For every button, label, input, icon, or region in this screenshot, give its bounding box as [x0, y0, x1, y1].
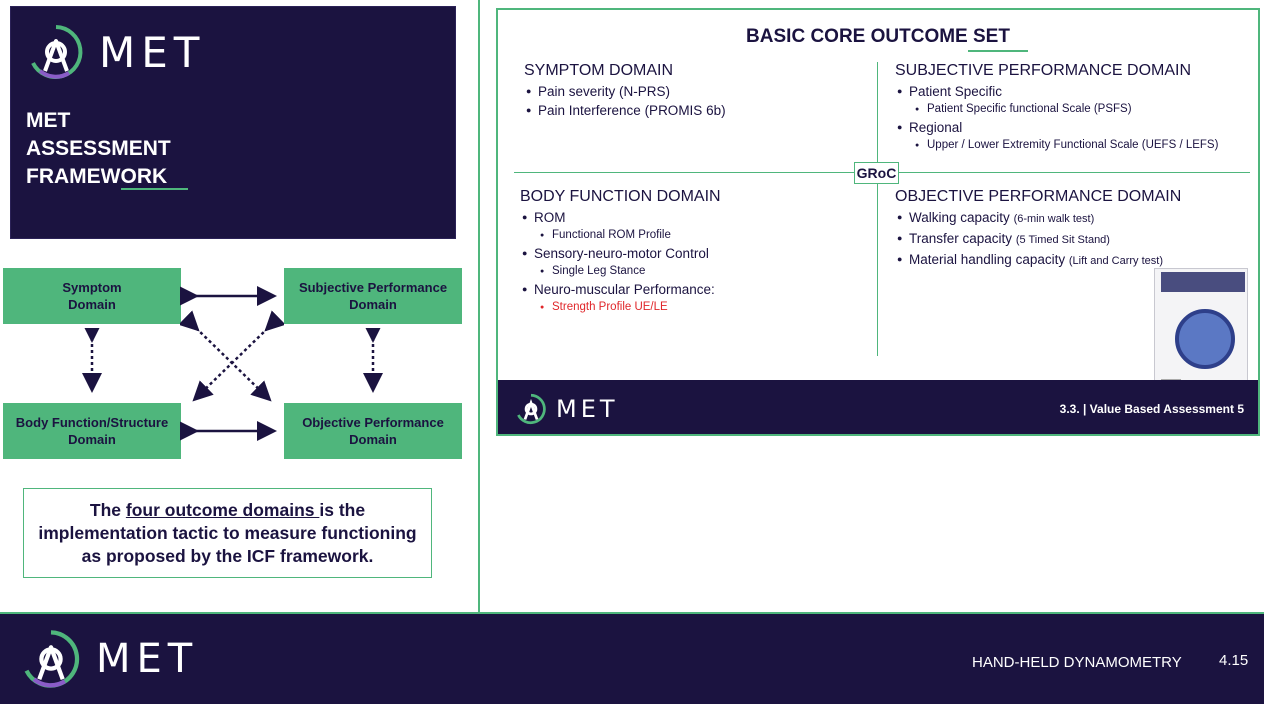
- list-subitem-highlight: Strength Profile UE/LE: [520, 299, 721, 316]
- list-subitem: Functional ROM Profile: [520, 227, 721, 244]
- body-function-heading: BODY FUNCTION DOMAIN: [520, 188, 721, 205]
- subjective-domain-label: Subjective Performance Domain: [298, 280, 448, 312]
- vertical-divider: [478, 0, 480, 612]
- objective-quadrant: OBJECTIVE PERFORMANCE DOMAIN Walking cap…: [895, 188, 1181, 271]
- list-item: Regional: [895, 118, 1218, 137]
- met-logo-text: MET: [556, 395, 619, 423]
- thumbnail-circle: [1175, 309, 1235, 369]
- domain-arrows: [180, 286, 284, 441]
- item-detail: (6-min walk test): [1013, 213, 1095, 225]
- list-subitem: Patient Specific functional Scale (PSFS): [895, 101, 1218, 118]
- list-item: Pain severity (N-PRS): [524, 82, 726, 101]
- title-line-2: ASSESSMENT: [26, 137, 171, 160]
- list-item: Sensory-neuro-motor Control: [520, 244, 721, 263]
- body-function-domain-box: Body Function/Structure Domain: [3, 403, 181, 459]
- objective-domain-box: Objective Performance Domain: [284, 403, 462, 459]
- met-logo-icon: [24, 630, 80, 688]
- framework-header-panel: MET MET ASSESSMENT FRAMEWORK: [10, 6, 456, 239]
- groc-label: GRoC: [854, 162, 899, 184]
- met-logo: MET: [18, 626, 198, 692]
- document-thumbnail-image: [1154, 268, 1248, 396]
- thumbnail-header: [1161, 272, 1245, 292]
- page-number: 4.15: [1219, 652, 1249, 669]
- arrow-symptom-body: [82, 328, 102, 393]
- subjective-quadrant: SUBJECTIVE PERFORMANCE DOMAIN Patient Sp…: [895, 62, 1218, 154]
- list-subitem: Single Leg Stance: [520, 263, 721, 280]
- outcome-set-slide: BASIC CORE OUTCOME SET GRoC SYMPTOM DOMA…: [496, 8, 1260, 436]
- quadrant-vline: [877, 62, 878, 356]
- title-line-3: FRAMEWORK: [26, 165, 168, 188]
- item-label: Material handling capacity: [909, 252, 1066, 267]
- bottom-bar: MET HAND-HELD DYNAMOMETRY 4.15: [0, 612, 1264, 704]
- list-item: ROM: [520, 208, 721, 227]
- item-label: Transfer capacity: [909, 231, 1013, 246]
- body-function-domain-label: Body Function/Structure Domain: [15, 415, 169, 447]
- slide-title-underline: [968, 50, 1028, 52]
- explanation-note: The four outcome domains is the implemen…: [23, 488, 432, 578]
- list-item: Pain Interference (PROMIS 6b): [524, 101, 726, 120]
- item-label: Walking capacity: [909, 210, 1010, 225]
- list-item: Neuro-muscular Performance:: [520, 280, 721, 299]
- symptom-heading: SYMPTOM DOMAIN: [524, 62, 674, 79]
- title-line-1: MET: [26, 109, 71, 132]
- met-logo: MET: [25, 21, 205, 83]
- met-logo: MET: [514, 392, 619, 426]
- body-function-quadrant: BODY FUNCTION DOMAIN ROM Functional ROM …: [520, 188, 721, 316]
- slide-title: BASIC CORE OUTCOME SET: [746, 26, 1010, 47]
- arrow-diagonal-2: [192, 310, 284, 402]
- note-underlined: four outcome domains: [125, 499, 320, 520]
- met-logo-text: MET: [99, 27, 206, 77]
- section-label: HAND-HELD DYNAMOMETRY: [972, 654, 1182, 671]
- list-subitem: Upper / Lower Extremity Functional Scale…: [895, 137, 1218, 154]
- met-logo-icon: [517, 393, 546, 425]
- symptom-quadrant: SYMPTOM DOMAIN Pain severity (N-PRS) Pai…: [524, 62, 726, 120]
- list-item: Walking capacity (6-min walk test): [895, 208, 1181, 229]
- item-detail: (5 Timed Sit Stand): [1015, 234, 1110, 246]
- list-item: Patient Specific: [895, 82, 1218, 101]
- list-item: Transfer capacity (5 Timed Sit Stand): [895, 229, 1181, 250]
- note-suffix: is the implementation tactic to measure …: [38, 499, 417, 566]
- note-prefix: The: [89, 499, 126, 520]
- page-title: MET ASSESSMENT FRAMEWORK: [26, 107, 171, 191]
- title-underline: [121, 188, 188, 190]
- met-logo-icon: [31, 25, 83, 79]
- symptom-domain-box: Symptom Domain: [3, 268, 181, 324]
- subjective-domain-box: Subjective Performance Domain: [284, 268, 462, 324]
- symptom-domain-label: Symptom Domain: [62, 280, 122, 312]
- list-item: Material handling capacity (Lift and Car…: [895, 250, 1181, 271]
- objective-domain-label: Objective Performance Domain: [302, 415, 444, 447]
- objective-heading: OBJECTIVE PERFORMANCE DOMAIN: [895, 188, 1182, 205]
- slide-footer: MET 3.3. | Value Based Assessment 5: [498, 380, 1258, 434]
- arrow-subjective-objective: [363, 328, 383, 393]
- item-detail: (Lift and Carry test): [1068, 255, 1163, 267]
- subjective-heading: SUBJECTIVE PERFORMANCE DOMAIN: [895, 62, 1192, 79]
- slide-footer-text: 3.3. | Value Based Assessment 5: [1059, 402, 1244, 416]
- met-logo-text: MET: [96, 636, 199, 682]
